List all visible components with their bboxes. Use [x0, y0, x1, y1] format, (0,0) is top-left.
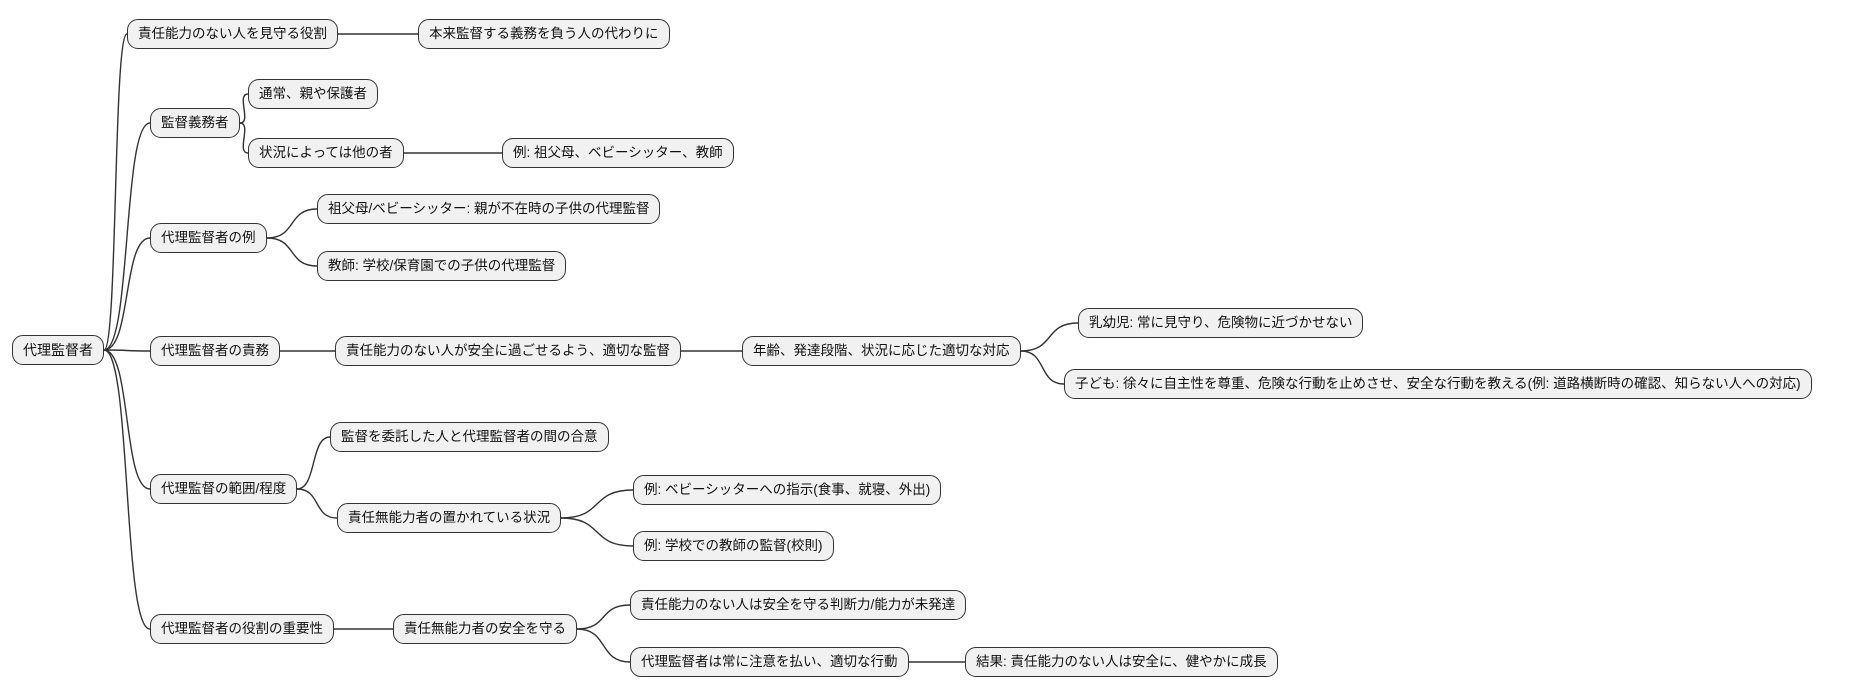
mindmap-node: 代理監督者の例 — [150, 223, 267, 253]
mindmap-root-node: 代理監督者 — [12, 335, 104, 365]
connector-line — [103, 237, 151, 351]
mindmap-node: 祖父母/ベビーシッター: 親が不在時の子供の代理監督 — [317, 194, 661, 224]
connector-line — [576, 604, 631, 630]
mindmap-node: 責任能力のない人は安全を守る判断力/能力が未発達 — [630, 590, 967, 620]
mindmap-node: 例: 学校での教師の監督(校則) — [633, 531, 834, 561]
mindmap-node: 例: 祖父母、ベビーシッター、教師 — [502, 138, 734, 168]
mindmap-node: 代理監督の範囲/程度 — [150, 474, 298, 504]
connector-line — [239, 122, 249, 154]
connector-line — [560, 517, 634, 547]
mindmap-node: 責任能力のない人を見守る役割 — [127, 19, 338, 49]
connector-line — [296, 436, 331, 490]
mindmap-node: 通常、親や保護者 — [248, 79, 378, 109]
mindmap-node: 代理監督者の責務 — [150, 336, 280, 366]
mindmap-node: 代理監督者は常に注意を払い、適切な行動 — [630, 647, 909, 677]
mindmap-node: 結果: 責任能力のない人は安全に、健やかに成長 — [965, 647, 1278, 677]
mindmap-node: 責任無能力者の置かれている状況 — [337, 503, 562, 533]
mindmap-node: 責任能力のない人が安全に過ごせるよう、適切な監督 — [335, 336, 681, 366]
mindmap-node: 子ども: 徐々に自主性を尊重、危険な行動を止めさせ、安全な行動を教える(例: 道… — [1064, 369, 1812, 399]
connector-line — [239, 93, 249, 124]
mindmap-node: 責任無能力者の安全を守る — [393, 614, 577, 644]
connector-line — [560, 489, 634, 519]
connector-line — [266, 237, 318, 267]
mindmap-node: 乳幼児: 常に見守り、危険物に近づかせない — [1078, 308, 1364, 338]
mindmap-node: 監督義務者 — [150, 108, 240, 138]
connector-line — [1020, 350, 1065, 385]
connector-line — [103, 349, 151, 352]
connector-line — [103, 33, 128, 351]
mindmap-node: 年齢、発達段階、状況に応じた適切な対応 — [742, 336, 1021, 366]
mindmap-node: 代理監督者の役割の重要性 — [150, 614, 334, 644]
mindmap-node: 教師: 学校/保育園での子供の代理監督 — [317, 251, 567, 281]
connector-line — [576, 628, 631, 663]
mindmap-node: 監督を委託した人と代理監督者の間の合意 — [330, 422, 609, 452]
mindmap-node: 例: ベビーシッターへの指示(食事、就寝、外出) — [633, 475, 942, 505]
mindmap-node: 本来監督する義務を負う人の代わりに — [418, 19, 670, 49]
connector-line — [103, 349, 151, 630]
connector-line — [103, 349, 151, 490]
connector-line — [103, 122, 151, 351]
connector-line — [1020, 322, 1079, 352]
connector-line — [266, 208, 318, 239]
connector-line — [296, 488, 338, 519]
mindmap-node: 状況によっては他の者 — [248, 138, 404, 168]
